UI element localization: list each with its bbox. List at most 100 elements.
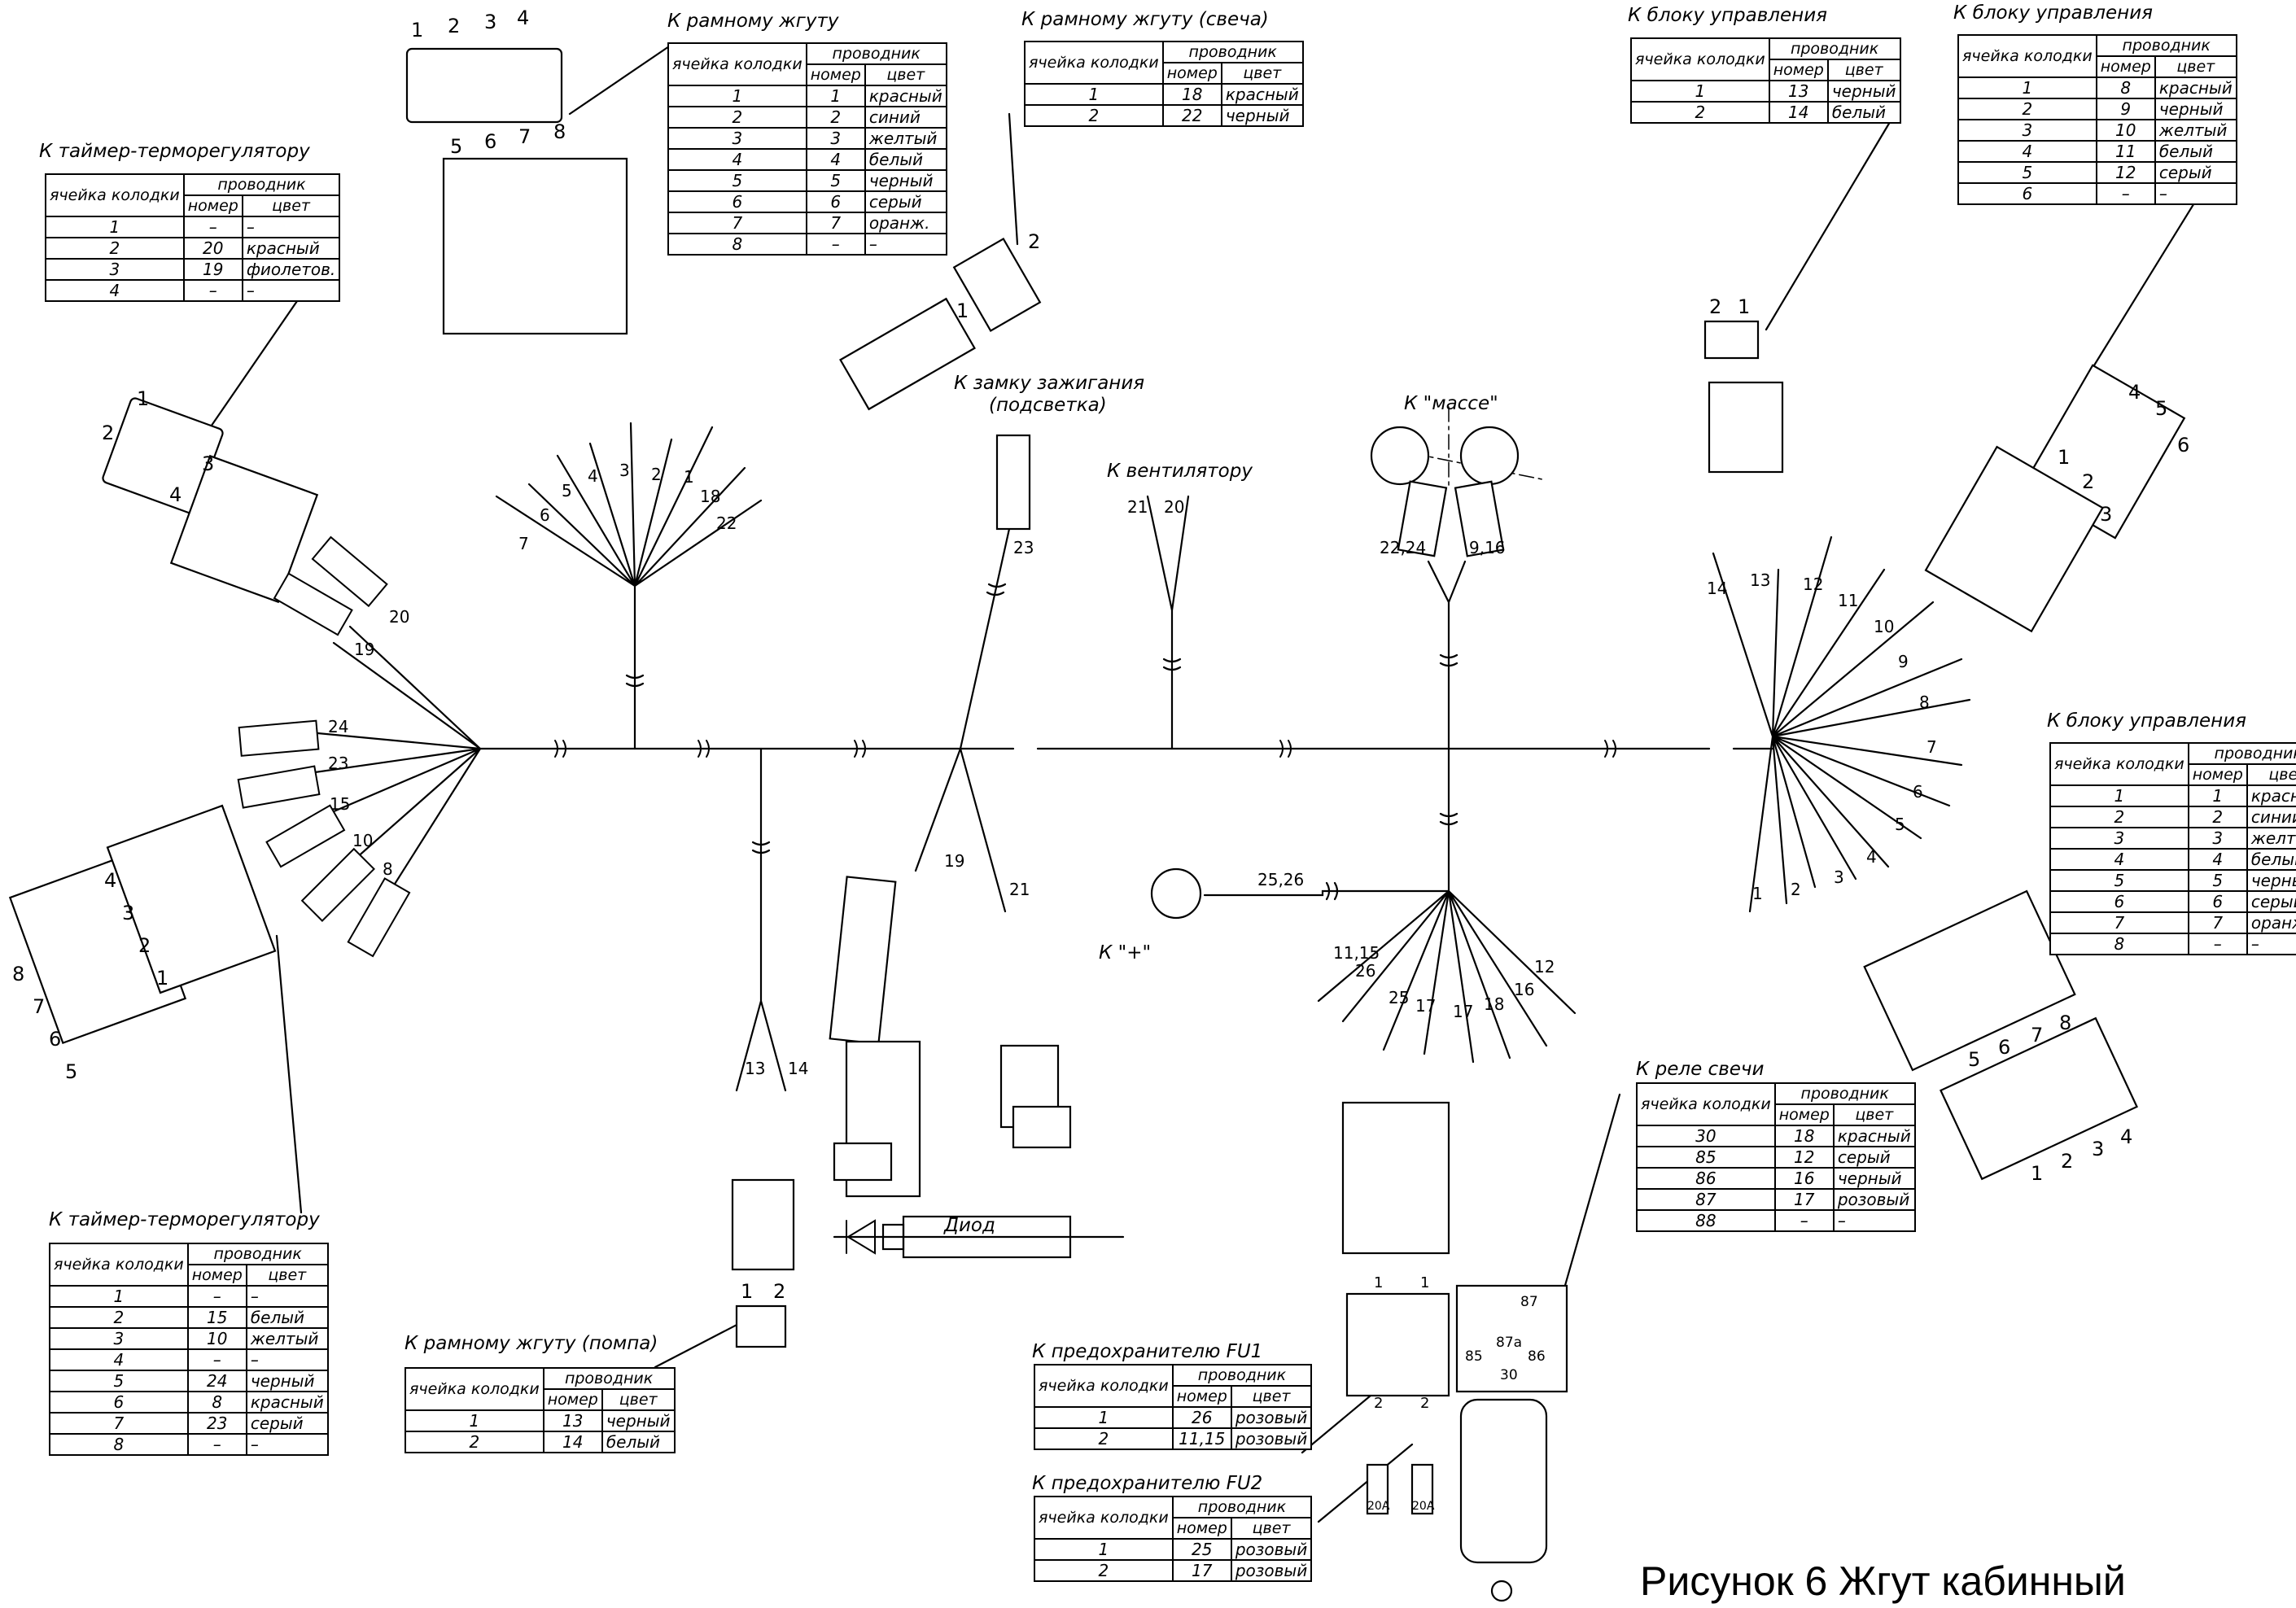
wire-label: 7 (518, 534, 529, 553)
header-cell: ячейка колодки (667, 42, 807, 86)
wire-number: 17 (1773, 1188, 1835, 1211)
wire-number: 6 (805, 190, 866, 213)
pin-number: 3 (202, 452, 214, 475)
wire-number: 12 (2095, 161, 2156, 184)
cell-id: 1 (405, 1409, 544, 1432)
diode-label: Диод (944, 1215, 995, 1236)
header-number: номер (182, 194, 243, 217)
wire-label: 22 (716, 513, 737, 533)
wire-label: 21 (1009, 880, 1030, 899)
wire-number: 10 (2095, 119, 2156, 142)
header-number: номер (1161, 62, 1222, 85)
pin-number: 4 (2120, 1125, 2132, 1148)
pin-number: 3 (2100, 503, 2112, 526)
cell-id: 5 (49, 1370, 189, 1392)
header-cell: ячейка колодки (1034, 1364, 1174, 1408)
table-row: 8–– (667, 233, 947, 256)
wire-label: 6 (540, 505, 550, 525)
wire-number: 3 (805, 127, 866, 150)
wire-label: 1 (1752, 884, 1763, 903)
wire-color: – (245, 1285, 329, 1308)
pin-number: 2 (102, 422, 114, 444)
cell-id: 6 (2049, 890, 2189, 913)
wire-label: 23 (1013, 538, 1034, 557)
wire-number: – (182, 216, 243, 238)
wire-color: белый (1826, 101, 1901, 124)
pin-number: 2 (773, 1280, 785, 1303)
cell-id: 7 (667, 212, 807, 234)
cell-id: 2 (1957, 98, 2097, 120)
wire-number: 22 (1161, 104, 1222, 127)
relay-socket (1455, 1284, 1568, 1393)
wire-color: серый (2246, 890, 2296, 913)
header-number: номер (805, 63, 866, 86)
pump-connector-2pin (731, 1178, 795, 1271)
cell-id: 8 (2049, 933, 2189, 955)
header-color: цвет (1826, 59, 1901, 81)
cell-id: 3 (49, 1327, 189, 1350)
table-row: 6–– (1957, 182, 2237, 205)
wire-label: 13 (1750, 570, 1770, 590)
header-color: цвет (1832, 1103, 1916, 1126)
cell-id: 8 (667, 233, 807, 256)
wire-number: 1 (805, 85, 866, 107)
header-color: цвет (601, 1388, 676, 1411)
header-number: номер (2187, 763, 2248, 786)
ground-label: К "массе" (1404, 393, 1498, 414)
wire-label: 7 (1926, 737, 1937, 757)
wire-number: 7 (2187, 911, 2248, 934)
cell-id: 30 (1636, 1125, 1776, 1147)
wire-label: 24 (328, 717, 348, 736)
wire-number: 5 (805, 169, 866, 192)
wire-label: 13 (745, 1059, 765, 1078)
table-title: К таймер-терморегулятору (49, 1209, 320, 1230)
cell-id: 5 (667, 169, 807, 192)
pin-number: 5 (1968, 1048, 1980, 1071)
wire-color: белый (864, 148, 947, 171)
fuse-rating: 20A (1412, 1500, 1435, 1513)
pin-number: 1 (137, 387, 149, 410)
cell-id: 1 (667, 85, 807, 107)
header-cell: ячейка колодки (1630, 37, 1770, 81)
wire-color: – (2246, 933, 2296, 955)
header-cell: ячейка колодки (1024, 41, 1164, 85)
table-row: 4–– (45, 279, 341, 302)
wire-color: – (864, 233, 947, 256)
header-number: номер (542, 1388, 603, 1411)
wire-number: 6 (2187, 890, 2248, 913)
wire-color: красный (241, 237, 341, 260)
wire-color: красный (864, 85, 947, 107)
header-cell: ячейка колодки (405, 1367, 544, 1411)
wire-color: красный (1220, 83, 1304, 106)
wire-number: 25 (1171, 1538, 1232, 1561)
pin-number: 8 (12, 963, 24, 985)
upper-fan-wires (495, 422, 763, 588)
wire-color: желтый (245, 1327, 329, 1350)
header-number: номер (186, 1264, 247, 1287)
wire-color: синий (864, 106, 947, 129)
pin-number: 7 (33, 995, 45, 1018)
table-title: К блоку управления (1628, 5, 1827, 26)
right-fan-wires (1712, 535, 1971, 913)
wire-label: 20 (389, 607, 409, 627)
header-number: номер (1171, 1517, 1232, 1540)
pin-number: 8 (2059, 1012, 2071, 1034)
header-color: цвет (864, 63, 947, 86)
cell-id: 2 (1034, 1427, 1174, 1450)
ignition-label: К замку зажигания (954, 373, 1145, 394)
wire-number: 26 (1171, 1406, 1232, 1429)
wire-label: 15 (330, 794, 350, 814)
wire-label: 11,15 (1333, 943, 1380, 963)
